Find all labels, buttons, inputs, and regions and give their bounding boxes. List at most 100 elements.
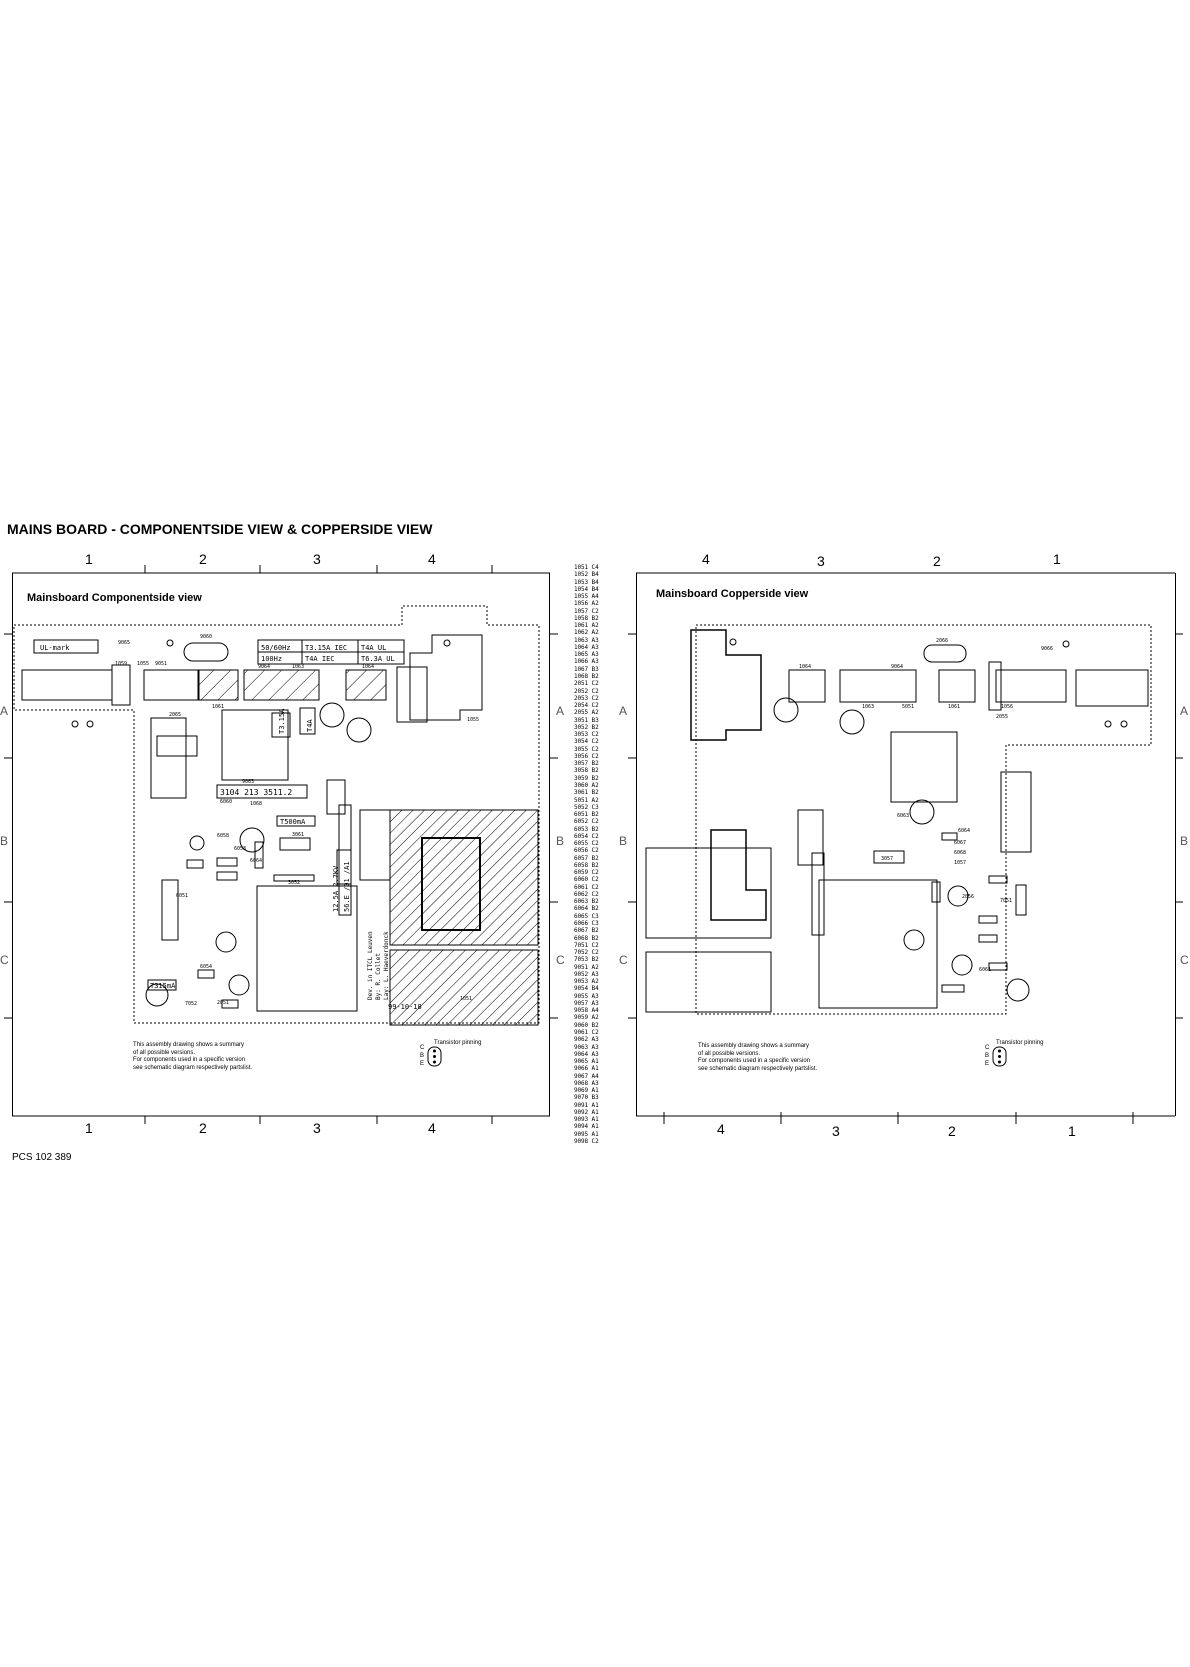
- svg-text:2066: 2066: [936, 638, 948, 644]
- reference-index-entry: 9051 A2: [574, 963, 599, 971]
- reference-index-entry: 1054 B4: [574, 585, 599, 593]
- reference-index-entry: 9060 B2: [574, 1021, 599, 1029]
- reference-index-entry: 9055 A3: [574, 992, 599, 1000]
- component-col-bottom-3: 3: [313, 1120, 321, 1136]
- svg-text:6060: 6060: [220, 799, 232, 805]
- reference-index-entry: 2051 C2: [574, 680, 599, 688]
- svg-text:5051: 5051: [902, 704, 914, 710]
- reference-index-entry: 6055 C2: [574, 840, 599, 848]
- component-col-top-2: 2: [199, 551, 207, 567]
- svg-text:6051: 6051: [176, 893, 188, 899]
- copper-col-bottom-2: 2: [948, 1123, 956, 1139]
- reference-index-entry: 6065 C3: [574, 912, 599, 920]
- reference-index-entry: 9064 A3: [574, 1050, 599, 1058]
- svg-text:By: R. Collet: By: R. Collet: [375, 953, 382, 1000]
- ul-mark-text: UL-mark: [40, 644, 70, 652]
- reference-index-entry: 6053 B2: [574, 825, 599, 833]
- copper-row-B-left: B: [619, 834, 628, 848]
- component-col-top-3: 3: [313, 551, 321, 567]
- svg-text:1063: 1063: [292, 664, 304, 670]
- component-transistor-pinning-icon: [427, 1046, 442, 1067]
- svg-text:1064: 1064: [362, 664, 374, 670]
- reference-index-entry: 7051 C2: [574, 941, 599, 949]
- svg-text:1064: 1064: [799, 664, 811, 670]
- copper-col-top-2: 2: [933, 553, 941, 569]
- svg-text:1061: 1061: [948, 704, 960, 710]
- component-col-bottom-2: 2: [199, 1120, 207, 1136]
- component-row-B-right: B: [556, 834, 565, 848]
- svg-text:9064: 9064: [891, 664, 903, 670]
- svg-text:T315mA: T315mA: [150, 982, 176, 990]
- reference-index-entry: 9070 B3: [574, 1094, 599, 1102]
- svg-text:7052: 7052: [185, 1001, 197, 1007]
- svg-text:6064: 6064: [250, 858, 262, 864]
- reference-index-entry: 9067 A4: [574, 1072, 599, 1080]
- reference-index-entry: 3060 A2: [574, 781, 599, 789]
- reference-index-entry: 3057 B2: [574, 760, 599, 768]
- reference-index-entry: 7052 C2: [574, 949, 599, 957]
- reference-index-entry: 1067 B3: [574, 665, 599, 673]
- reference-index-entry: 9059 A2: [574, 1014, 599, 1022]
- reference-index-entry: 1058 B2: [574, 614, 599, 622]
- reference-index-entry: 1062 A2: [574, 629, 599, 637]
- reference-index-entry: 1065 A3: [574, 651, 599, 659]
- reference-index-entry: 3055 C2: [574, 745, 599, 753]
- reference-index-entry: 9053 A2: [574, 978, 599, 986]
- svg-text:12.5A 2.7KV: 12.5A 2.7KV: [332, 865, 340, 912]
- reference-index-entry: 3058 B2: [574, 767, 599, 775]
- reference-index-entry: 9057 A3: [574, 999, 599, 1007]
- document-code: PCS 102 389: [12, 1152, 72, 1163]
- svg-text:9064: 9064: [258, 664, 270, 670]
- reference-index-entry: 5051 A2: [574, 796, 599, 804]
- copper-row-B-right: B: [1180, 834, 1189, 848]
- reference-index-entry: 9066 A1: [574, 1065, 599, 1073]
- reference-index-entry: 1056 A2: [574, 600, 599, 608]
- reference-index-entry: 9061 C2: [574, 1029, 599, 1036]
- copper-row-A-right: A: [1180, 704, 1189, 718]
- component-col-top-1: 1: [85, 551, 93, 567]
- svg-text:T4A UL: T4A UL: [361, 644, 386, 652]
- reference-index-entry: 3054 C2: [574, 738, 599, 746]
- svg-text:T500mA: T500mA: [280, 818, 306, 826]
- copper-summary-note: This assembly drawing shows a summary of…: [698, 1043, 818, 1072]
- reference-index-entry: 5052 C3: [574, 803, 599, 811]
- svg-text:1057: 1057: [954, 860, 966, 866]
- reference-index-entry: 6058 B2: [574, 861, 599, 869]
- copper-view-panel: [636, 573, 1176, 1116]
- reference-index-entry: 1061 A2: [574, 622, 599, 630]
- reference-index-entry: 1057 C2: [574, 607, 599, 615]
- svg-text:1056: 1056: [1001, 704, 1013, 710]
- svg-text:Lay: L. Haeverdonck: Lay: L. Haeverdonck: [383, 931, 390, 1000]
- copper-col-bottom-1: 1: [1068, 1123, 1076, 1139]
- reference-index-entry: 9095 A1: [574, 1130, 599, 1138]
- reference-index-entry: 9094 A1: [574, 1123, 599, 1131]
- reference-index-entry: 1055 A4: [574, 593, 599, 601]
- component-view-title: Mainsboard Componentside view: [27, 592, 202, 604]
- reference-index-entry: 6059 C2: [574, 869, 599, 877]
- svg-text:1059: 1059: [115, 661, 127, 667]
- reference-index-entry: 6061 C2: [574, 883, 599, 891]
- reference-index-entry: 9098 C2: [574, 1137, 599, 1145]
- reference-index-entry: 9054 B4: [574, 985, 599, 993]
- reference-index-entry: 3061 B2: [574, 789, 599, 797]
- svg-text:6067: 6067: [954, 840, 966, 846]
- copper-row-A-left: A: [619, 704, 628, 718]
- svg-text:6063: 6063: [897, 813, 909, 819]
- svg-text:T3.15A IEC: T3.15A IEC: [305, 644, 347, 652]
- reference-index-entry: 1052 B4: [574, 571, 599, 579]
- svg-text:2065: 2065: [169, 712, 181, 718]
- copper-col-bottom-4: 4: [717, 1121, 725, 1137]
- component-row-C-left: C: [0, 953, 9, 967]
- reference-index-entry: 1051 C4: [574, 564, 599, 571]
- copper-transistor-pinning-icon: [992, 1046, 1007, 1067]
- svg-text:100Hz: 100Hz: [261, 655, 282, 663]
- svg-text:1055: 1055: [467, 717, 479, 723]
- svg-text:T4A: T4A: [306, 719, 314, 732]
- reference-index-entry: 9069 A1: [574, 1087, 599, 1095]
- reference-index-entry: 6064 B2: [574, 905, 599, 913]
- copper-col-top-4: 4: [702, 551, 710, 567]
- ul-mark-box: [33, 639, 99, 654]
- svg-text:2056: 2056: [962, 894, 974, 900]
- reference-index-entry: 9052 A3: [574, 970, 599, 978]
- svg-text:6053: 6053: [234, 846, 246, 852]
